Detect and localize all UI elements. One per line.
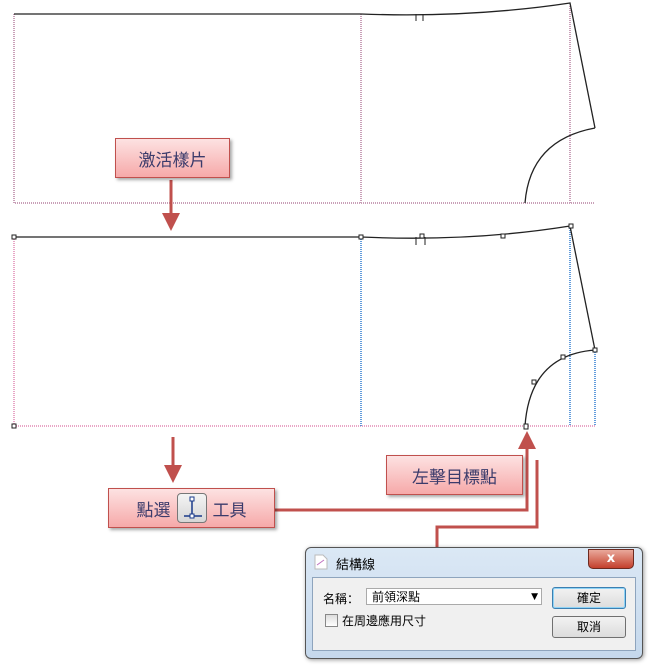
callout-text: 激活樣片: [138, 150, 207, 171]
dialog-app-icon: [314, 554, 328, 570]
callout-activate-piece: 激活樣片: [115, 138, 230, 178]
ok-button[interactable]: 確定: [552, 587, 626, 609]
dialog-body: 名稱： 前領深點 ▼ 在周邊應用尺寸 確定 取消: [312, 577, 636, 651]
close-button[interactable]: x: [588, 549, 634, 569]
callout-select-tool: 點選 工具: [108, 488, 275, 528]
pattern-piece-active[interactable]: [11, 223, 598, 430]
target-point: [523, 423, 529, 430]
chevron-down-icon[interactable]: ▼: [531, 592, 538, 602]
apply-size-checkbox[interactable]: [325, 614, 338, 627]
name-combobox[interactable]: 前領深點 ▼: [366, 588, 542, 605]
annotation-arrows: [162, 180, 554, 612]
name-label: 名稱：: [323, 592, 360, 606]
cancel-button[interactable]: 取消: [552, 616, 626, 638]
name-value: 前領深點: [372, 590, 421, 604]
callout-text: 點選: [136, 500, 171, 521]
structure-point-tool-icon[interactable]: [176, 493, 207, 523]
dialog-title: 結構線: [336, 558, 376, 573]
callout-text: 工具: [212, 500, 247, 521]
callout-click-target: 左擊目標點: [386, 455, 523, 495]
callout-text: 左擊目標點: [412, 467, 497, 488]
pattern-piece-before: [13, 2, 596, 204]
structure-line-dialog: 結構線 x 名稱： 前領深點 ▼ 在周邊應用尺寸 確定 取消: [305, 547, 643, 659]
apply-size-label: 在周邊應用尺寸: [342, 614, 427, 628]
